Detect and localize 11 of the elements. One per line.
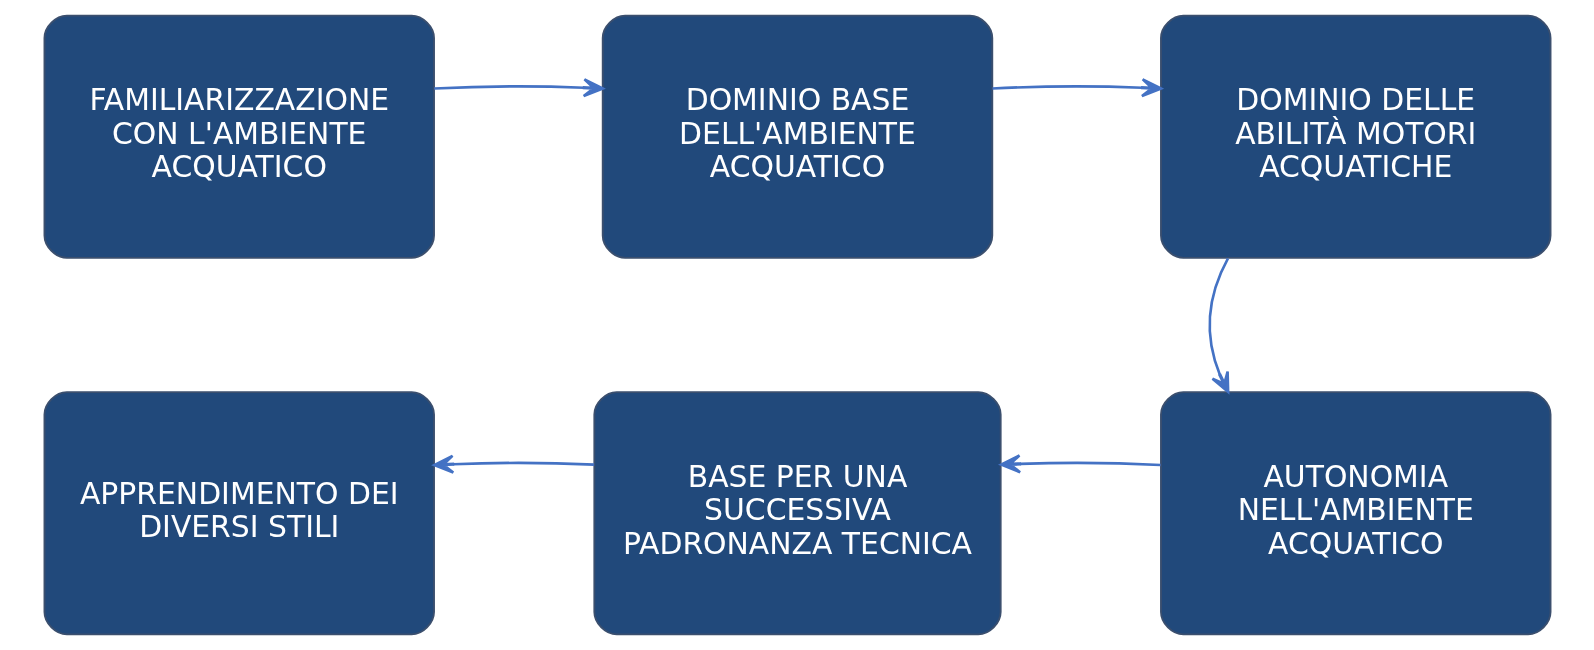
arrow xyxy=(432,454,594,474)
node-box: APPRENDIMENTO DEI DIVERSI STILI xyxy=(43,391,435,636)
node-box: BASE PER UNA SUCCESSIVA PADRONANZA TECNICA xyxy=(592,391,1002,636)
node-box: DOMINIO BASE DELL'AMBIENTE ACQUATICO xyxy=(601,14,993,259)
node-box: AUTONOMIA NELL'AMBIENTE ACQUATICO xyxy=(1159,391,1551,636)
node-box: DOMINIO DELLE ABILITÀ MOTORI ACQUATICHE xyxy=(1159,14,1551,259)
arrow xyxy=(1207,257,1229,394)
arrow xyxy=(991,78,1162,98)
node-box: FAMILIARIZZAZIONE CON L'AMBIENTE ACQUATICO xyxy=(43,14,435,259)
arrow xyxy=(999,454,1161,474)
arrow xyxy=(433,78,604,98)
